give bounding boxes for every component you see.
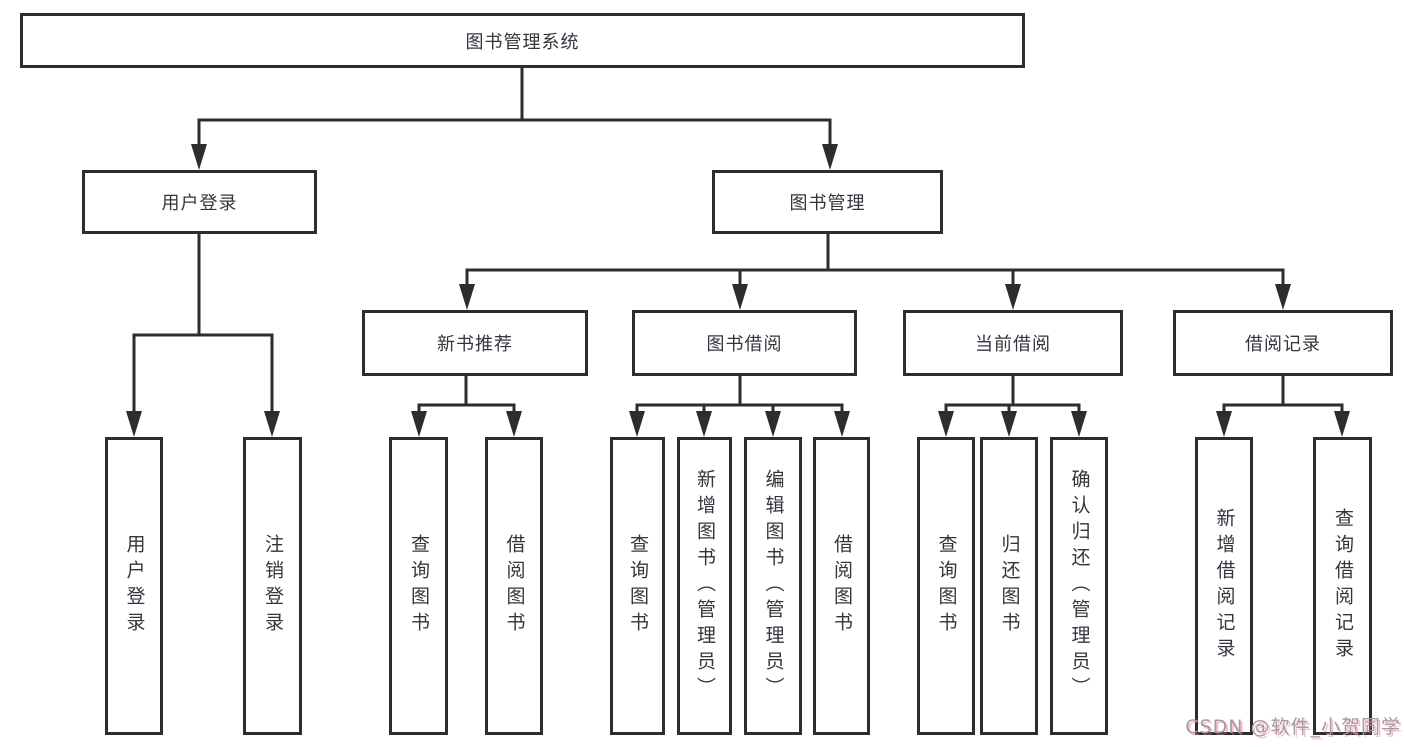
node-search-book-2: 查询图书 <box>610 437 665 735</box>
node-edit-book-admin: 编辑图书（管理员） <box>744 437 802 735</box>
node-return-book: 归还图书 <box>980 437 1038 735</box>
node-book-borrow: 图书借阅 <box>632 310 857 376</box>
arrowhead-icon <box>1275 284 1291 310</box>
node-label: 借阅图书 <box>831 534 853 638</box>
arrowhead-icon <box>459 284 475 310</box>
node-label: 用户登录 <box>161 193 238 214</box>
node-root: 图书管理系统 <box>20 13 1025 68</box>
node-search-book-1: 查询图书 <box>389 437 448 735</box>
node-label: 借阅记录 <box>1245 334 1321 355</box>
node-label: 查询图书 <box>627 534 649 638</box>
node-label: 新书推荐 <box>437 334 513 355</box>
arrowhead-icon <box>1071 411 1087 437</box>
watermark: CSDN @软件_小贺同学 <box>1185 716 1401 738</box>
node-label: 当前借阅 <box>975 334 1051 355</box>
node-book-mgmt: 图书管理 <box>712 170 943 234</box>
node-label: 确认归还（管理员） <box>1068 469 1091 703</box>
node-add-book-admin: 新增图书（管理员） <box>677 437 732 735</box>
node-label: 新增图书（管理员） <box>694 469 716 703</box>
node-label: 查询图书 <box>408 534 430 638</box>
arrowhead-icon <box>1001 411 1017 437</box>
node-label: 借阅图书 <box>503 534 526 638</box>
node-label: 注销登录 <box>262 534 284 638</box>
arrowhead-icon <box>629 411 645 437</box>
node-search-book-3: 查询图书 <box>917 437 975 735</box>
arrowhead-icon <box>938 411 954 437</box>
node-user-login: 用户登录 <box>82 170 317 234</box>
arrowhead-icon <box>834 411 850 437</box>
node-label: 图书借阅 <box>706 334 783 355</box>
arrowhead-icon <box>732 284 748 310</box>
arrowhead-icon <box>411 411 427 437</box>
arrowhead-icon <box>506 411 522 437</box>
node-borrow-book-1: 借阅图书 <box>485 437 543 735</box>
arrowhead-icon <box>191 144 207 170</box>
node-label: 新增借阅记录 <box>1213 508 1236 664</box>
arrowhead-icon <box>264 411 280 437</box>
node-label: 查询借阅记录 <box>1332 508 1354 664</box>
arrowhead-icon <box>1334 411 1350 437</box>
node-label: 编辑图书（管理员） <box>762 469 785 703</box>
node-borrow-book-2: 借阅图书 <box>813 437 870 735</box>
node-label: 用户登录 <box>123 534 146 638</box>
node-borrow-record: 借阅记录 <box>1173 310 1393 376</box>
node-confirm-return-admin: 确认归还（管理员） <box>1050 437 1108 735</box>
node-label: 图书管理系统 <box>465 31 580 53</box>
arrowhead-icon <box>1005 284 1021 310</box>
node-label: 归还图书 <box>998 534 1021 638</box>
node-logout-leaf: 注销登录 <box>243 437 302 735</box>
node-search-borrow-record: 查询借阅记录 <box>1313 437 1372 735</box>
arrowhead-icon <box>765 411 781 437</box>
node-label: 查询图书 <box>935 534 958 638</box>
node-label: 图书管理 <box>789 193 866 214</box>
node-user-login-leaf: 用户登录 <box>105 437 163 735</box>
node-new-book-rec: 新书推荐 <box>362 310 588 376</box>
node-add-borrow-record: 新增借阅记录 <box>1195 437 1253 735</box>
arrowhead-icon <box>696 411 712 437</box>
node-current-borrow: 当前借阅 <box>903 310 1123 376</box>
arrowhead-icon <box>126 411 142 437</box>
arrowhead-icon <box>1216 411 1232 437</box>
arrowhead-icon <box>822 144 838 170</box>
